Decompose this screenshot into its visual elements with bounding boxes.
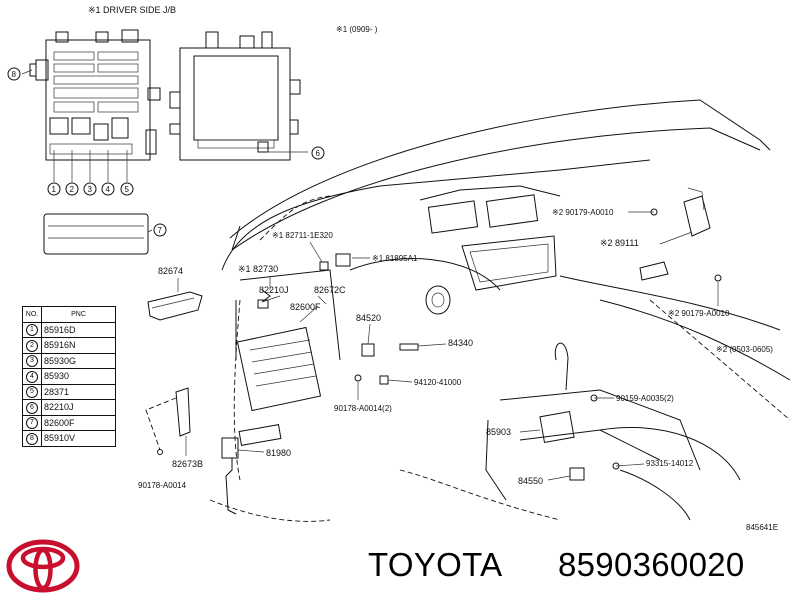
callout-8: 8 — [12, 70, 17, 79]
label-81895: ※1 81895A1 — [372, 254, 418, 263]
part-number: 8590360020 — [558, 546, 745, 583]
fuse-strip — [43, 213, 153, 255]
label-90178: 90178-A0014 — [138, 481, 187, 490]
table-row: 7 82600F — [22, 414, 116, 431]
row-number: 4 — [26, 370, 38, 383]
label-90179-a: ※2 90179-A0010 — [552, 208, 614, 217]
label-82730: ※1 82730 — [238, 264, 278, 274]
junction-block-front — [21, 29, 161, 182]
label-82711: ※1 82711-1E320 — [272, 231, 333, 240]
label-84340: 84340 — [448, 338, 473, 348]
brand-name: TOYOTA — [368, 546, 503, 583]
table-row: 3 85930G — [22, 352, 116, 369]
callout-3: 3 — [88, 185, 93, 194]
title-driver-jb: ※1 DRIVER SIDE J/B — [88, 5, 176, 15]
junction-block-rear — [169, 31, 308, 161]
row-pnc: 82210J — [41, 399, 116, 416]
label-81980: 81980 — [266, 448, 291, 458]
callout-5: 5 — [125, 185, 130, 194]
callout-circles: 8 1 2 3 4 5 6 7 — [7, 67, 325, 237]
row-number: 2 — [26, 339, 38, 352]
row-number: 6 — [26, 401, 38, 414]
row-pnc: 85910V — [41, 430, 116, 447]
label-94120: 94120-41000 — [414, 378, 462, 387]
row-number: 1 — [26, 324, 38, 337]
toyota-logo-icon — [6, 539, 80, 593]
callout-6: 6 — [316, 149, 321, 158]
row-pnc: 82600F — [41, 414, 116, 431]
label-85903: 85903 — [486, 427, 511, 437]
row-pnc: 85930G — [41, 352, 116, 369]
row-pnc: 85916D — [41, 321, 116, 338]
table-row: 5 28371 — [22, 383, 116, 400]
table-row: 2 85916N — [22, 337, 116, 354]
label-84520: 84520 — [356, 313, 381, 323]
row-number: 5 — [26, 386, 38, 399]
table-row: 1 85916D — [22, 321, 116, 338]
pnc-table: NO. PNC 1 85916D 2 85916N 3 85930G 4 859… — [22, 306, 116, 447]
label-84550: 84550 — [518, 476, 543, 486]
table-header-no: NO. — [22, 306, 42, 323]
callout-2: 2 — [70, 185, 75, 194]
table-row: 4 85930 — [22, 368, 116, 385]
callout-4: 4 — [106, 185, 111, 194]
part-labels: ※1 DRIVER SIDE J/B ※1 (0909- ) 82674 ※1 … — [88, 5, 778, 532]
label-90159: 90159-A0035(2) — [616, 394, 674, 403]
dashboard-outline — [145, 99, 791, 522]
label-82672c: 82672C — [314, 285, 346, 295]
table-row: 8 85910V — [22, 430, 116, 447]
label-82210j: 82210J — [259, 285, 289, 295]
row-pnc: 85930 — [41, 368, 116, 385]
row-pnc: 28371 — [41, 383, 116, 400]
label-0503: ※2 (0503-0605) — [716, 345, 773, 354]
label-90179-b: ※2 90179-A0010 — [668, 309, 730, 318]
label-89111: ※2 89111 — [600, 238, 639, 248]
row-number: 8 — [26, 432, 38, 445]
table-header-row: NO. PNC — [22, 306, 116, 323]
label-82674: 82674 — [158, 266, 183, 276]
label-82673b: 82673B — [172, 459, 203, 469]
row-number: 7 — [26, 417, 38, 430]
callout-7: 7 — [158, 226, 163, 235]
table-row: 6 82210J — [22, 399, 116, 416]
label-93315: 93315-14012 — [646, 459, 694, 468]
table-header-pnc: PNC — [41, 306, 116, 323]
diagram-ref: 845641E — [746, 523, 778, 532]
row-number: 3 — [26, 355, 38, 368]
callout-1: 1 — [52, 185, 57, 194]
label-82600f: 82600F — [290, 302, 321, 312]
row-pnc: 85916N — [41, 337, 116, 354]
note-0909: ※1 (0909- ) — [336, 25, 378, 34]
label-90178-2: 90178-A0014(2) — [334, 404, 392, 413]
